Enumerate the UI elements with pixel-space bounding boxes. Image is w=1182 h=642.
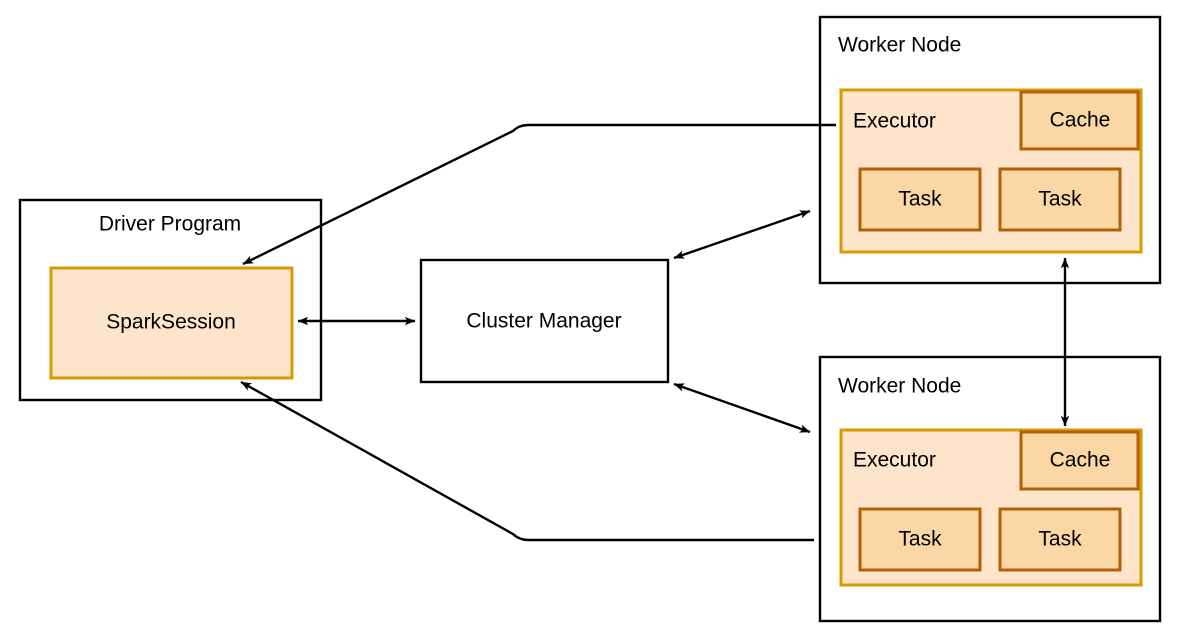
worker-node-1: Worker Node Executor Cache Task Task xyxy=(818,15,1162,285)
task-1-2-label: Task xyxy=(1038,188,1082,211)
worker-node-2: Worker Node Executor Cache Task Task xyxy=(818,355,1162,623)
edge-cluster-manager-to-executor-bottom xyxy=(673,382,811,434)
cache-2-box xyxy=(1019,430,1140,491)
sparksession-label: SparkSession xyxy=(106,311,236,334)
worker-node-1-label: Worker Node xyxy=(838,34,961,57)
task-1-2-box xyxy=(998,167,1122,232)
driver-program-node: Driver Program SparkSession xyxy=(18,198,323,402)
task-1-1-label: Task xyxy=(898,188,942,211)
sparksession-box xyxy=(49,266,294,380)
executor-2-label: Executor xyxy=(853,449,936,472)
edge-executor-bottom-to-sparksession xyxy=(240,380,814,542)
edge-cluster-manager-to-executor-top xyxy=(673,209,811,260)
cluster-manager-box xyxy=(419,258,670,384)
task-1-1-box xyxy=(858,167,982,232)
cache-2-label: Cache xyxy=(1050,449,1111,472)
cluster-manager-label: Cluster Manager xyxy=(466,310,621,333)
task-2-2-label: Task xyxy=(1038,528,1082,551)
task-2-1-box xyxy=(858,507,982,572)
edge-executor-top-to-sparksession xyxy=(242,123,836,266)
cluster-manager-node: Cluster Manager xyxy=(419,258,670,384)
executor-1-label: Executor xyxy=(853,110,936,133)
cache-1-box xyxy=(1019,90,1140,151)
driver-program-label: Driver Program xyxy=(99,213,241,236)
task-2-1-label: Task xyxy=(898,528,942,551)
cache-1-label: Cache xyxy=(1050,109,1111,132)
task-2-2-box xyxy=(998,507,1122,572)
worker-node-2-label: Worker Node xyxy=(838,375,961,398)
